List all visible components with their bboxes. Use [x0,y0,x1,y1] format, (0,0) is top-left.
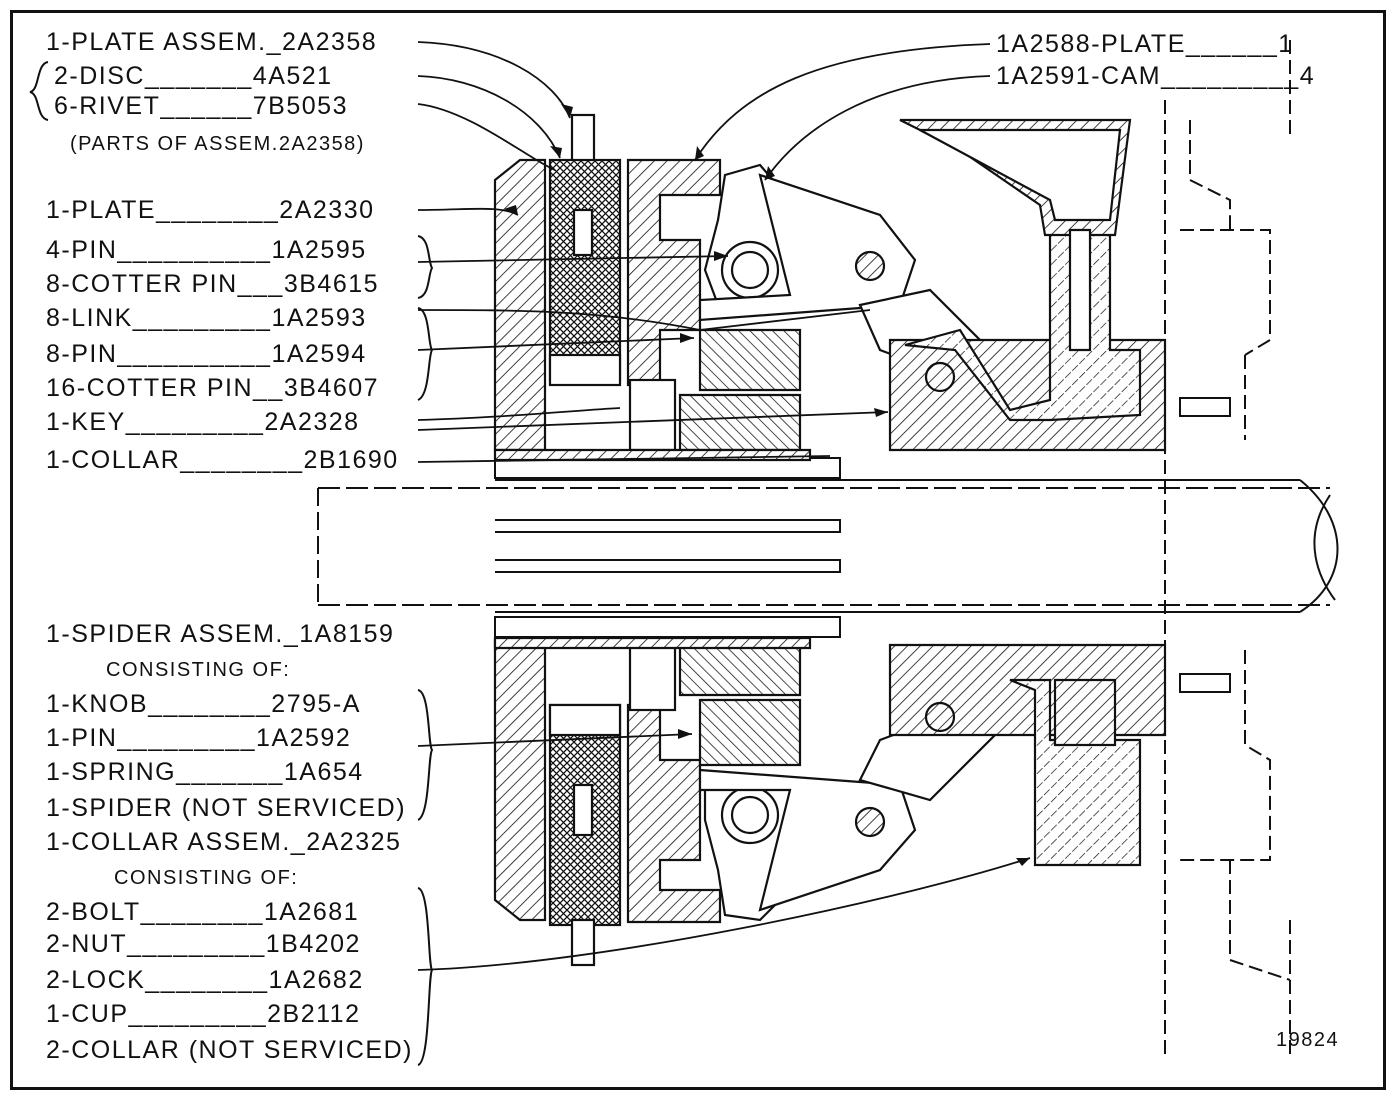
label-nut: 2-NUT_________1B4202 [46,930,361,958]
label-cotter-pin-16: 16-COTTER PIN__3B4607 [46,374,380,402]
label-cup: 1-CUP_________2B2112 [46,1000,361,1028]
label-lock: 2-LOCK________1A2682 [46,966,364,994]
shaft [317,457,1339,638]
label-collar-assem: 1-COLLAR ASSEM._2A2325 [46,828,402,856]
lower-assembly [493,636,1167,967]
label-plate-1a2588: 1A2588-PLATE______1 [996,30,1294,58]
label-key: 1-KEY_________2A2328 [46,408,360,436]
figure-number: 19824 [1276,1029,1340,1051]
label-knob: 1-KNOB________2795-A [46,690,361,718]
label-spider: 1-SPIDER (NOT SERVICED) [46,794,407,822]
flywheel-bolts [1179,397,1231,693]
label-plate: 1-PLATE________2A2330 [46,196,375,224]
label-plate-assem: 1-PLATE ASSEM._2A2358 [46,28,378,56]
label-link: 8-LINK_________1A2593 [46,304,367,332]
label-collar-consisting: CONSISTING OF: [114,867,299,889]
label-cam-1a2591: 1A2591-CAM_________4 [996,62,1316,90]
label-collar-not-serviced: 2-COLLAR (NOT SERVICED) [46,1036,413,1064]
label-cotter-pin-8: 8-COTTER PIN___3B4615 [46,270,380,298]
label-spider-consisting: CONSISTING OF: [106,659,291,681]
label-collar: 1-COLLAR________2B1690 [46,446,399,474]
label-rivet: 6-RIVET______7B5053 [54,92,348,120]
label-pin-4: 4-PIN__________1A2595 [46,236,367,264]
leader-lines [417,41,1031,971]
label-spring: 1-SPRING_______1A654 [46,758,364,786]
arrowheads [504,104,1030,866]
label-bolt: 2-BOLT________1A2681 [46,898,360,926]
diagram-border [10,10,1386,1090]
label-parts-of-assem: (PARTS OF ASSEM.2A2358) [70,133,365,155]
label-spider-assem: 1-SPIDER ASSEM._1A8159 [46,620,395,648]
label-pin-spider: 1-PIN_________1A2592 [46,724,352,752]
label-disc: 2-DISC_______4A521 [54,62,333,90]
braces [29,61,434,1066]
flywheel-outline [1164,40,1291,1060]
label-pin-8: 8-PIN__________1A2594 [46,340,367,368]
upper-assembly [493,113,1167,462]
